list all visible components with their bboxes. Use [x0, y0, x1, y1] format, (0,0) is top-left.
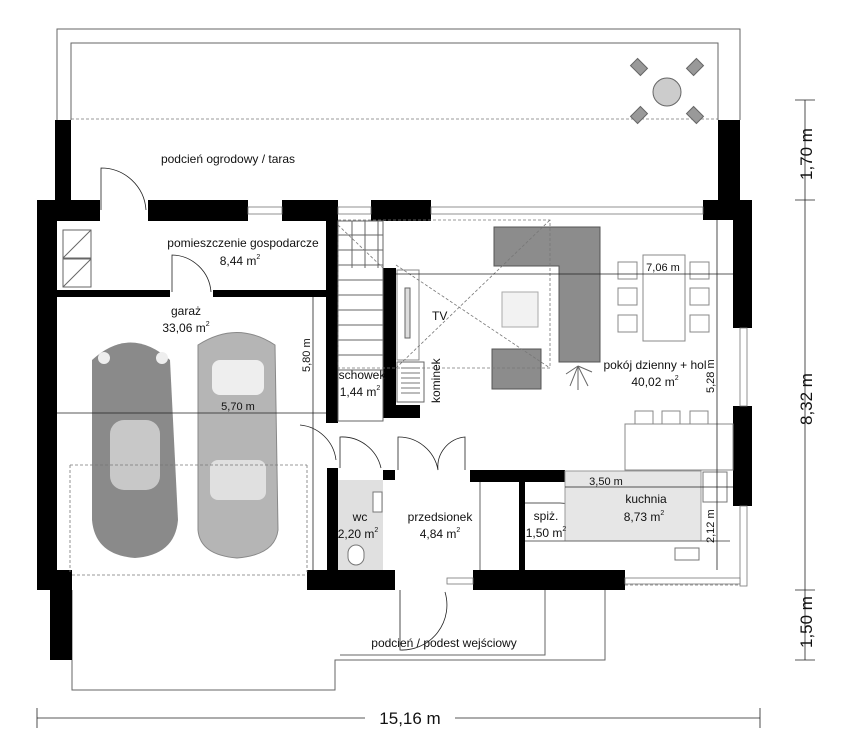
room-area-storage: 1,44 m2 — [340, 385, 381, 399]
plant-icon — [565, 365, 593, 390]
dim-garage-width: 5,70 m — [221, 401, 255, 413]
dim-depth-top: 1,70 m — [797, 128, 816, 180]
room-name-garage: garaż — [171, 304, 201, 318]
sofa-icon — [493, 226, 601, 363]
room-name-pantry: spiż. — [534, 509, 559, 523]
windows — [247, 206, 748, 587]
entrance-outline — [71, 574, 740, 691]
dim-depth-main: 8,32 m — [797, 373, 816, 425]
room-name-storage: schowek — [339, 368, 387, 382]
washbasin-icon — [372, 491, 383, 513]
room-area-living: 40,02 m2 — [631, 375, 678, 389]
room-area-garage: 33,06 m2 — [162, 321, 209, 335]
dining-table — [617, 254, 734, 471]
room-name-terrace: podcień ogrodowy / taras — [161, 152, 295, 166]
toilet-icon — [347, 544, 365, 566]
car-icon — [197, 332, 279, 559]
room-area-kitchen: 8,73 m2 — [624, 510, 665, 524]
room-area-pantry: 1,50 m2 — [526, 526, 567, 540]
dim-kitchen-width: 3,50 m — [589, 476, 623, 488]
dim-kitchen-depth: 2,12 m — [705, 509, 717, 543]
room-area-utility: 8,44 m2 — [220, 254, 261, 268]
staircase — [337, 220, 384, 422]
fireplace-label: kominek — [429, 357, 443, 403]
walls — [37, 120, 752, 660]
room-name-utility: pomieszczenie gospodarcze — [167, 236, 319, 250]
room-area-hall: 4,84 m2 — [420, 527, 461, 541]
dim-depth-bottom: 1,50 m — [797, 596, 816, 648]
coffee-table — [501, 291, 539, 328]
dim-garage-depth: 5,80 m — [301, 338, 313, 372]
room-area-wc: 2,20 m2 — [338, 527, 379, 541]
dim-living-width: 7,06 m — [646, 262, 680, 274]
armchair-icon — [491, 348, 542, 390]
sink-icon — [674, 547, 700, 561]
tv-viewing-lines — [337, 219, 551, 369]
terrace-outline — [56, 28, 741, 120]
utility-shelves — [62, 229, 92, 288]
car-icon — [92, 342, 178, 558]
room-name-kitchen: kuchnia — [625, 492, 667, 506]
kitchen-counter — [564, 470, 702, 542]
garden-table-icon — [629, 57, 705, 125]
room-name-living: pokój dzienny + hol — [603, 358, 706, 372]
dim-living-depth: 5,28 m — [705, 359, 717, 393]
dim-total-width: 15,16 m — [379, 709, 440, 728]
room-name-entrance: podcień / podest wejściowy — [371, 636, 516, 650]
tv-label: TV — [432, 309, 447, 323]
fireplace — [396, 269, 425, 403]
room-name-wc: wc — [352, 510, 368, 524]
room-name-hall: przedsionek — [408, 510, 474, 524]
